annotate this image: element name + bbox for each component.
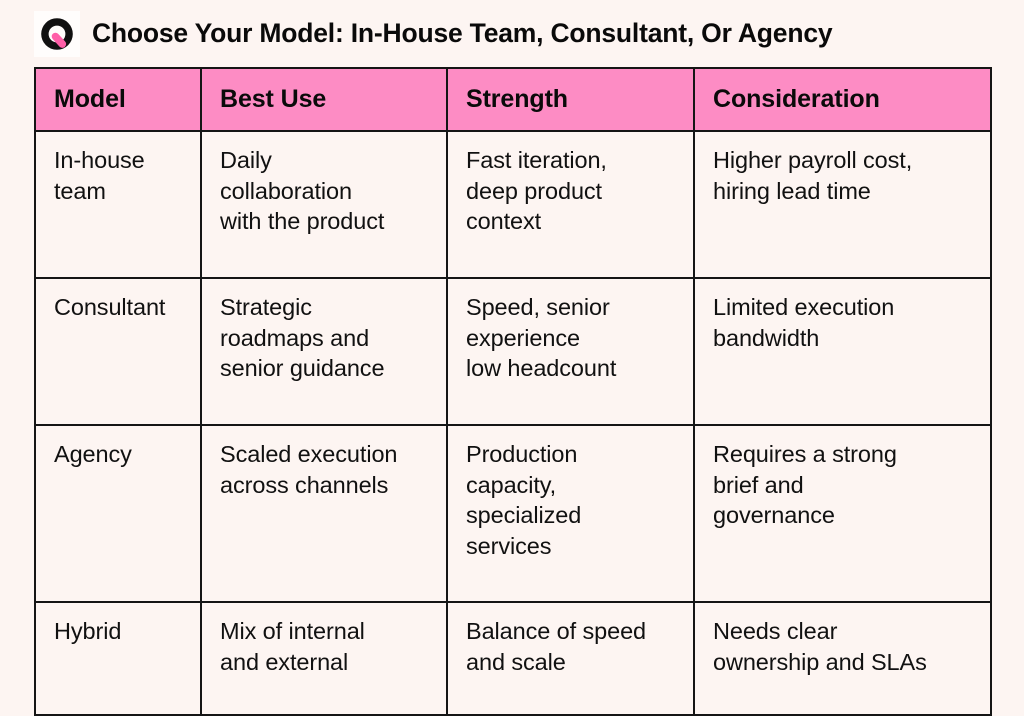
cell-text: Scaled execution across channels (220, 440, 398, 498)
cell-model: Consultant (34, 276, 202, 426)
table-row: Consultant Strategic roadmaps and senior… (34, 276, 992, 426)
table-header: Model Best Use Strength Consideration (34, 67, 992, 132)
cell-text: Limited execution bandwidth (713, 293, 895, 351)
cell-strength: Production capacity, specialized service… (446, 423, 695, 603)
cell-text: Daily collaboration with the product (220, 146, 385, 235)
cell-text: Speed, senior experience low headcount (466, 293, 617, 382)
cell-consideration: Needs clear ownership and SLAs (693, 600, 992, 716)
model-comparison-table: Model Best Use Strength Consideration In… (34, 67, 992, 716)
column-header-model: Model (34, 67, 202, 132)
table-row: Hybrid Mix of internal and external Bala… (34, 600, 992, 716)
cell-text: Higher payroll cost, hiring lead time (713, 146, 913, 204)
table-row: Agency Scaled execution across channels … (34, 423, 992, 603)
cell-strength: Fast iteration, deep product context (446, 129, 695, 279)
cell-text: Agency (54, 440, 132, 467)
cell-best-use: Daily collaboration with the product (200, 129, 448, 279)
cell-text: Fast iteration, deep product context (466, 146, 607, 235)
table-row: In-house team Daily collaboration with t… (34, 129, 992, 279)
cell-strength: Balance of speed and scale (446, 600, 695, 716)
cell-consideration: Limited execution bandwidth (693, 276, 992, 426)
cell-consideration: Requires a strong brief and governance (693, 423, 992, 603)
cell-model: In-house team (34, 129, 202, 279)
cell-text: Production capacity, specialized service… (466, 440, 582, 560)
title-bar: Choose Your Model: In-House Team, Consul… (34, 8, 990, 60)
cell-text: Consultant (54, 293, 166, 320)
table-body: In-house team Daily collaboration with t… (34, 129, 992, 716)
cell-model: Hybrid (34, 600, 202, 716)
cell-model: Agency (34, 423, 202, 603)
cell-consideration: Higher payroll cost, hiring lead time (693, 129, 992, 279)
cell-text: Requires a strong brief and governance (713, 440, 897, 529)
column-header-strength: Strength (446, 67, 695, 132)
page-title: Choose Your Model: In-House Team, Consul… (92, 18, 833, 49)
cell-text: Hybrid (54, 617, 122, 644)
cell-text: Strategic roadmaps and senior guidance (220, 293, 385, 382)
table-header-row: Model Best Use Strength Consideration (34, 67, 992, 132)
quuu-q-logo-icon (34, 11, 80, 57)
column-header-best-use: Best Use (200, 67, 448, 132)
cell-best-use: Strategic roadmaps and senior guidance (200, 276, 448, 426)
cell-text: Balance of speed and scale (466, 617, 647, 675)
cell-text: Mix of internal and external (220, 617, 365, 675)
cell-best-use: Scaled execution across channels (200, 423, 448, 603)
cell-strength: Speed, senior experience low headcount (446, 276, 695, 426)
cell-best-use: Mix of internal and external (200, 600, 448, 716)
cell-text: In-house team (54, 146, 145, 204)
cell-text: Needs clear ownership and SLAs (713, 617, 927, 675)
infographic-page: Choose Your Model: In-House Team, Consul… (34, 8, 992, 716)
column-header-consideration: Consideration (693, 67, 992, 132)
